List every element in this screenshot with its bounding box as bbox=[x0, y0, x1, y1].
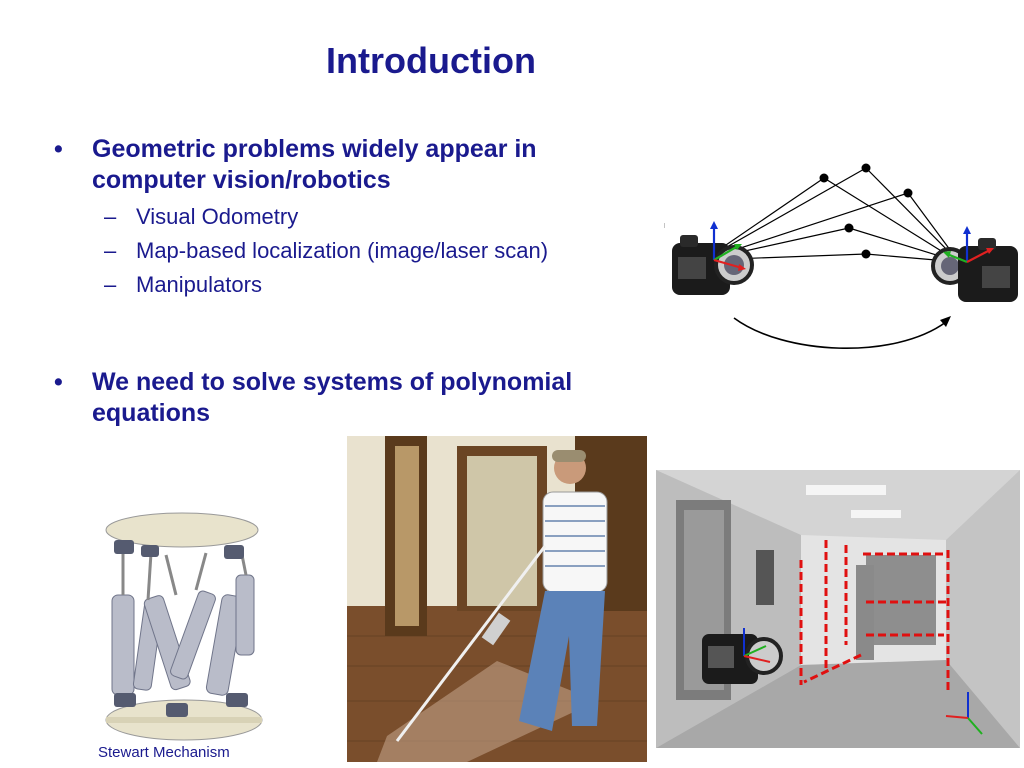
camera-icon bbox=[672, 235, 754, 295]
slide-title: Introduction bbox=[326, 40, 536, 81]
bullet-glyph: • bbox=[54, 135, 63, 163]
sub-text: Map-based localization (image/laser scan… bbox=[136, 238, 549, 263]
sub-text: Visual Odometry bbox=[136, 204, 299, 229]
axis-icon bbox=[743, 628, 983, 735]
camera-icon bbox=[931, 238, 1018, 302]
sub-glyph: – bbox=[104, 272, 117, 297]
stewart-mechanism-image bbox=[105, 512, 263, 741]
landmark-points bbox=[819, 163, 913, 259]
bullet-item-polynomial-equations: • We need to solve systems of polynomial… bbox=[52, 367, 662, 429]
landmark-point-icon bbox=[861, 249, 871, 259]
two-camera-diagram bbox=[664, 163, 1018, 349]
landmark-point-icon bbox=[861, 163, 871, 173]
bullet-text: Geometric problems widely appear in comp… bbox=[92, 135, 537, 194]
bullet-item-geometric-problems: • Geometric problems widely appear in co… bbox=[52, 134, 652, 196]
landmark-point-icon bbox=[844, 223, 854, 233]
sub-list: – Visual Odometry – Map-based localizati… bbox=[52, 200, 652, 302]
sub-item-map-localization: – Map-based localization (image/laser sc… bbox=[52, 234, 652, 268]
landmark-point-icon bbox=[819, 173, 829, 183]
axis-icon bbox=[710, 221, 746, 271]
bullet-list: • Geometric problems widely appear in co… bbox=[52, 134, 652, 302]
camera-icon bbox=[702, 634, 783, 684]
stewart-caption: Stewart Mechanism bbox=[98, 744, 230, 761]
person-with-cane-photo bbox=[347, 436, 647, 762]
sub-glyph: – bbox=[104, 204, 117, 229]
sub-glyph: – bbox=[104, 238, 117, 263]
sub-text: Manipulators bbox=[136, 272, 262, 297]
axis-icon bbox=[943, 226, 994, 264]
bullet-glyph: • bbox=[54, 368, 63, 396]
landmark-point-icon bbox=[903, 188, 913, 198]
bullet-text: We need to solve systems of polynomial e… bbox=[92, 368, 573, 427]
sub-item-visual-odometry: – Visual Odometry bbox=[52, 200, 652, 234]
sub-item-manipulators: – Manipulators bbox=[52, 268, 652, 302]
hallway-photo bbox=[656, 470, 1020, 748]
motion-arrow-icon bbox=[733, 316, 951, 349]
